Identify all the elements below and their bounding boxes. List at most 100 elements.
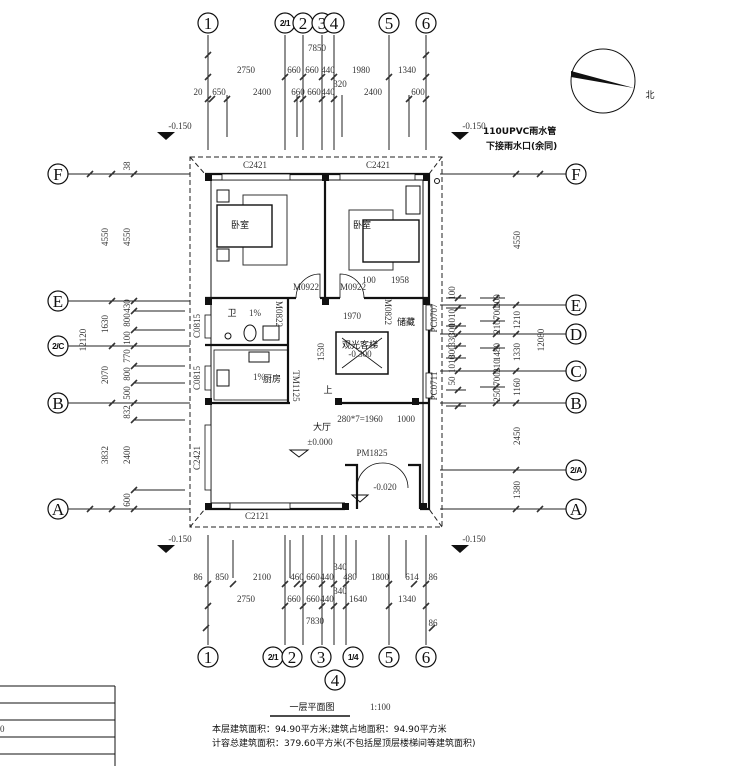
kitchen-counter <box>213 349 289 401</box>
dim-bottom-row1: 1800 <box>371 572 390 582</box>
dim-right-col2: 200 <box>492 294 502 308</box>
dim-tick <box>385 602 393 610</box>
wardrobe <box>405 185 421 215</box>
area-note-2: 计容总建筑面积：379.60平方米(不包括屋顶层楼梯间等建筑面积) <box>212 737 476 749</box>
level-outdoor-triangle <box>157 132 175 140</box>
axis-left-2-bubble <box>47 335 69 357</box>
level-outdoor: -0.150 <box>462 121 486 131</box>
dim-bottom-extra: 340 <box>333 586 347 596</box>
axis-right-2-bubble <box>565 323 587 345</box>
dim-tick <box>422 73 430 81</box>
axis-bottom-5-bubble <box>342 646 364 668</box>
window <box>204 365 212 391</box>
dim-tick <box>299 95 307 103</box>
stair-up-label: 上 <box>323 385 332 396</box>
dim-tick <box>130 307 138 315</box>
dim-right-col2: 250 <box>492 388 502 402</box>
dim-tick <box>86 170 94 178</box>
dim-tick <box>130 505 138 513</box>
dim-tick <box>512 330 520 338</box>
dim-tick <box>492 399 500 407</box>
room-hall: 大厅 <box>313 421 331 433</box>
dim-tick <box>293 95 301 103</box>
axis-left-0-label: F <box>53 165 62 184</box>
dim-tick <box>422 51 430 59</box>
dim-tick <box>492 344 500 352</box>
dim-inner-1530: 1530 <box>316 343 326 362</box>
bed <box>216 204 273 248</box>
dim-tick <box>299 73 307 81</box>
axis-left-4-label: A <box>52 500 65 519</box>
dim-left-total: 12120 <box>78 328 88 351</box>
axis-bottom-1-label: 2/1 <box>268 652 279 662</box>
dim-left-col3: 800 <box>122 367 132 381</box>
slope-bath: 1% <box>249 308 262 318</box>
north-label: 北 <box>645 90 654 101</box>
dim-tick <box>108 505 116 513</box>
dim-right-total: 12080 <box>536 328 546 351</box>
dim-tick <box>202 624 210 632</box>
axis-right-5-label: 2/A <box>570 465 582 475</box>
dim-tick <box>330 95 338 103</box>
dim-tick <box>108 342 116 350</box>
dim-right-col2: 210 <box>492 320 502 334</box>
dim-right-col2: 1480 <box>492 343 502 362</box>
dim-tick <box>422 95 430 103</box>
dim-right-col2: 700 <box>492 372 502 386</box>
room-storage: 储藏 <box>397 316 415 328</box>
room-elevator: 观光客梯 <box>342 339 378 351</box>
dim-bottom-row1: 440 <box>320 572 334 582</box>
label-window-bath: C0815 <box>192 314 202 339</box>
level-outdoor-triangle <box>451 132 469 140</box>
axis-right-4-label: B <box>570 394 581 413</box>
dim-bottom-row2: 2750 <box>237 594 256 604</box>
level-hall: ±0.000 <box>307 437 333 447</box>
axis-left-3-label: B <box>52 394 63 413</box>
room-kitchen: 厨房 <box>263 373 281 385</box>
dim-bottom-extra: 340 <box>333 562 347 572</box>
axis-bottom-2-label: 2 <box>288 648 297 667</box>
dim-right-col3: 1380 <box>512 481 522 500</box>
dim-top-row3: 600 <box>411 87 425 97</box>
structural-column <box>322 174 329 181</box>
dim-tick <box>108 170 116 178</box>
dim-inner-1970: 1970 <box>343 311 362 321</box>
dim-tick <box>512 466 520 474</box>
dim-tick <box>454 294 462 302</box>
dim-tick <box>422 580 430 588</box>
dim-tick <box>492 330 500 338</box>
dim-tick <box>536 505 544 513</box>
axis-left-3-bubble <box>47 392 69 414</box>
axis-left-2-label: 2/C <box>52 341 64 351</box>
dim-tick <box>204 73 212 81</box>
dim-right-col2: 700 <box>492 306 502 320</box>
dim-right-col3: 1160 <box>512 378 522 396</box>
dim-right-col1: 100 <box>447 286 457 300</box>
axis-top-4-label: 4 <box>330 14 339 33</box>
label-window-kitchen: C0815 <box>192 366 202 391</box>
dim-right-col3: 2450 <box>512 427 522 446</box>
dim-tick <box>281 580 289 588</box>
dim-tick <box>208 95 216 103</box>
dim-tick <box>410 580 418 588</box>
dim-inner-100: 100 <box>362 275 376 285</box>
dim-tick <box>130 416 138 424</box>
dim-right-col1: 330 <box>447 333 457 347</box>
dim-right-col2: 210 <box>492 359 502 373</box>
floor-drain <box>224 332 232 340</box>
axis-bottom-2-bubble <box>281 646 303 668</box>
dim-left-col3: 600 <box>122 493 132 507</box>
label-window-top-right: C2421 <box>366 160 390 170</box>
axis-bottom-6-label: 5 <box>385 648 394 667</box>
axis-top-6-label: 6 <box>422 14 431 33</box>
slope-kitchen: 1% <box>253 372 266 382</box>
level-elevator-pit: -0.300 <box>348 349 372 359</box>
dim-tick <box>130 486 138 494</box>
dim-right-col1: 1010 <box>447 309 457 328</box>
dim-left-col3: 2400 <box>122 446 132 465</box>
axis-bottom-5-label: 1/4 <box>348 652 359 662</box>
room-bathroom: 卫 <box>227 309 236 319</box>
label-door-main: PM1825 <box>356 448 388 458</box>
drawing-scale: 1:100 <box>370 702 391 712</box>
level-outdoor: -0.150 <box>168 121 192 131</box>
